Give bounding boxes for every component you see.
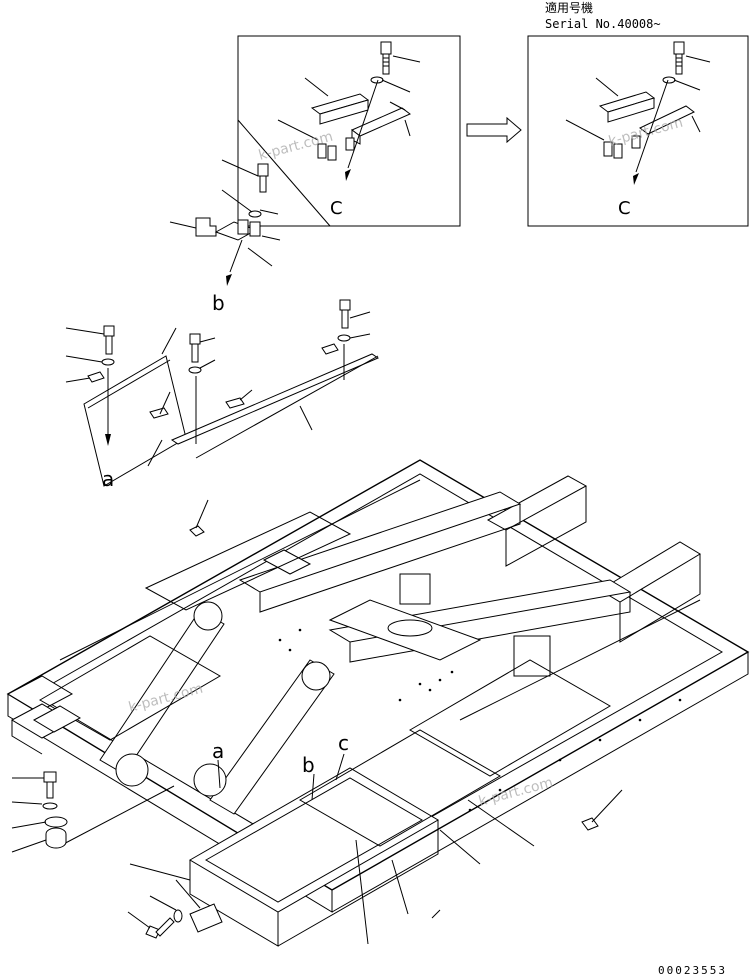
callout-a-frame: a [212, 739, 224, 763]
watermark-4: k-part.com [477, 775, 555, 810]
detail-box-after: C [527, 35, 749, 227]
callout-a-top: a [102, 467, 114, 491]
callout-c-frame: c [338, 731, 349, 755]
change-arrow [466, 116, 522, 144]
callout-c-box-right: C [618, 198, 631, 219]
callout-c-box-left: C [330, 198, 343, 219]
exploded-parts-b: b [169, 159, 281, 315]
callout-b-frame: b [302, 753, 315, 777]
serial-label: Serial No.40008~ [545, 17, 661, 31]
watermark-1: k-part.com [257, 129, 335, 164]
applicable-label: 適用号機 [545, 0, 593, 15]
callout-b-top: b [212, 291, 225, 315]
detail-box-before: C [237, 35, 461, 227]
bottom-pin-bolt [127, 863, 223, 939]
pin-fastener-parts [11, 771, 68, 853]
revolving-frame: a b c [6, 459, 750, 947]
drawing-number: 00023553 [658, 964, 727, 977]
cover-plates-a: a [65, 299, 380, 491]
